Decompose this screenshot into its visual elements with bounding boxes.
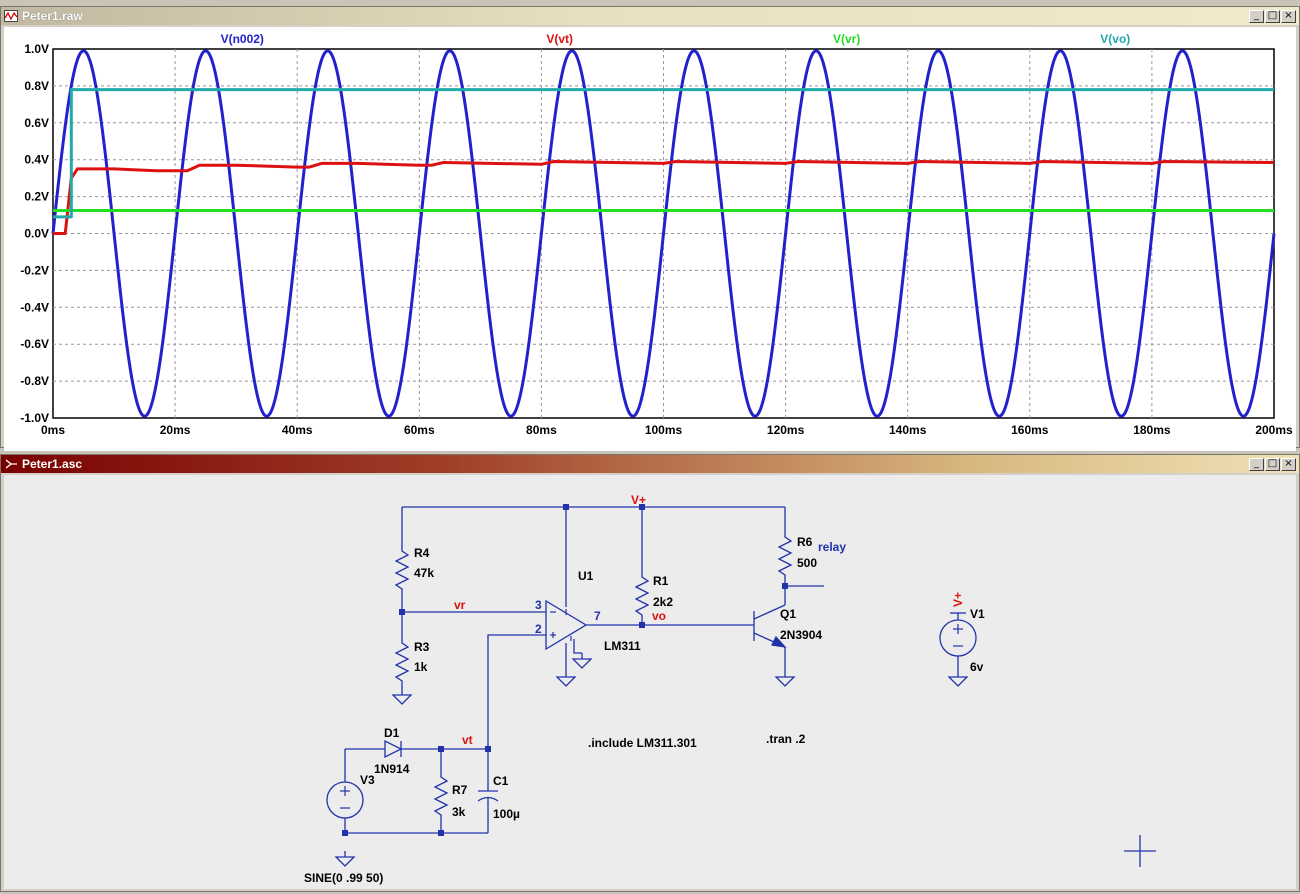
pin-3-label: 3 [535, 598, 542, 612]
r4-value: 47k [414, 566, 434, 580]
legend-entry[interactable]: V(vt) [546, 32, 573, 46]
pin-2-label: 2 [535, 622, 542, 636]
q1-value: 2N3904 [780, 628, 822, 642]
schematic-icon [5, 459, 17, 469]
x-tick-label: 200ms [1255, 423, 1293, 437]
x-tick-label: 40ms [282, 423, 313, 437]
x-tick-label: 80ms [526, 423, 557, 437]
r4-ref: R4 [414, 546, 430, 560]
y-tick-label: 0.8V [24, 79, 49, 93]
include-directive: .include LM311.301 [588, 736, 697, 750]
net-label-relay: relay [818, 540, 846, 554]
v1-value: 6v [970, 660, 984, 674]
v3-ref: V3 [360, 773, 375, 787]
y-tick-label: 1.0V [24, 42, 49, 56]
legend-entry[interactable]: V(vo) [1100, 32, 1130, 46]
plot-window[interactable]: Peter1.raw _ □ × 0ms 20ms 40ms 60ms 80ms 100m… [0, 6, 1300, 451]
u1-value: LM311 [604, 639, 641, 653]
close-button[interactable]: × [1281, 9, 1296, 23]
legend-entry[interactable]: V(vr) [833, 32, 860, 46]
net-label-v1-vplus: V+ [951, 592, 965, 607]
y-tick-label: -0.2V [20, 263, 49, 277]
y-tick-label: -1.0V [20, 411, 49, 425]
x-tick-label: 100ms [645, 423, 683, 437]
y-tick-label: 0.0V [24, 227, 49, 241]
y-tick-label: 0.4V [24, 153, 49, 167]
y-tick-label: -0.8V [20, 374, 49, 388]
r6-value: 500 [797, 556, 817, 570]
net-label-vt: vt [462, 733, 473, 747]
pin-7-label: 7 [594, 609, 601, 623]
legend-entry[interactable]: V(n002) [221, 32, 264, 46]
c1-value: 100µ [493, 807, 520, 821]
y-tick-label: -0.4V [20, 300, 49, 314]
x-tick-label: 60ms [404, 423, 435, 437]
y-tick-label: -0.6V [20, 337, 49, 351]
series-line-vvo[interactable] [53, 88, 1274, 219]
plot-window-titlebar[interactable]: Peter1.raw _ □ × [1, 7, 1299, 25]
schematic-window-title: Peter1.asc [22, 457, 83, 471]
junction-dots [342, 504, 788, 836]
x-tick-label: 120ms [767, 423, 805, 437]
r3-value: 1k [414, 660, 428, 674]
r1-value: 2k2 [653, 595, 673, 609]
v3-value: SINE(0 .99 50) [304, 871, 383, 885]
r3-ref: R3 [414, 640, 430, 654]
waveform-viewer[interactable]: 0ms 20ms 40ms 60ms 80ms 100ms 120ms 140ms 160ms 1… [4, 27, 1296, 451]
r6-ref: R6 [797, 535, 813, 549]
x-tick-label: 160ms [1011, 423, 1049, 437]
net-label-vo: vo [652, 609, 666, 623]
waveform-icon [4, 10, 18, 22]
restore-button[interactable]: □ [1265, 457, 1280, 471]
restore-button[interactable]: □ [1265, 9, 1280, 23]
net-label-vplus: V+ [631, 493, 646, 507]
u1-ref: U1 [578, 569, 594, 583]
series-line-vn002[interactable] [51, 49, 1276, 418]
r7-value: 3k [452, 805, 466, 819]
d1-ref: D1 [384, 726, 400, 740]
v1-ref: V1 [970, 607, 985, 621]
y-tick-label: 0.6V [24, 116, 49, 130]
y-tick-label: 0.2V [24, 190, 49, 204]
minimize-button[interactable]: _ [1249, 9, 1264, 23]
schematic-window[interactable]: Peter1.asc _ □ × [0, 454, 1300, 892]
minimize-button[interactable]: _ [1249, 457, 1264, 471]
waveform-plot[interactable]: 0ms 20ms 40ms 60ms 80ms 100ms 120ms 140ms 160ms 1… [4, 27, 1296, 451]
schematic-canvas[interactable]: R4 47k R3 1k R1 2k2 R6 500 R7 3k C1 100µ… [4, 475, 1296, 889]
tran-directive: .tran .2 [766, 732, 806, 746]
close-button[interactable]: × [1281, 457, 1296, 471]
x-tick-label: 0ms [41, 423, 65, 437]
r1-ref: R1 [653, 574, 669, 588]
schematic-window-titlebar[interactable]: Peter1.asc _ □ × [1, 455, 1299, 473]
series-line-vvt[interactable] [53, 160, 1275, 235]
x-tick-label: 180ms [1133, 423, 1171, 437]
net-label-vr: vr [454, 598, 466, 612]
q1-ref: Q1 [780, 607, 796, 621]
x-tick-label: 20ms [160, 423, 191, 437]
plot-window-title: Peter1.raw [22, 9, 83, 23]
r7-ref: R7 [452, 783, 468, 797]
c1-ref: C1 [493, 774, 509, 788]
schematic-drawing[interactable]: R4 47k R3 1k R1 2k2 R6 500 R7 3k C1 100µ… [4, 475, 1296, 889]
x-tick-label: 140ms [889, 423, 927, 437]
d1-value: 1N914 [374, 762, 410, 776]
source-polarity-signs [340, 609, 963, 809]
